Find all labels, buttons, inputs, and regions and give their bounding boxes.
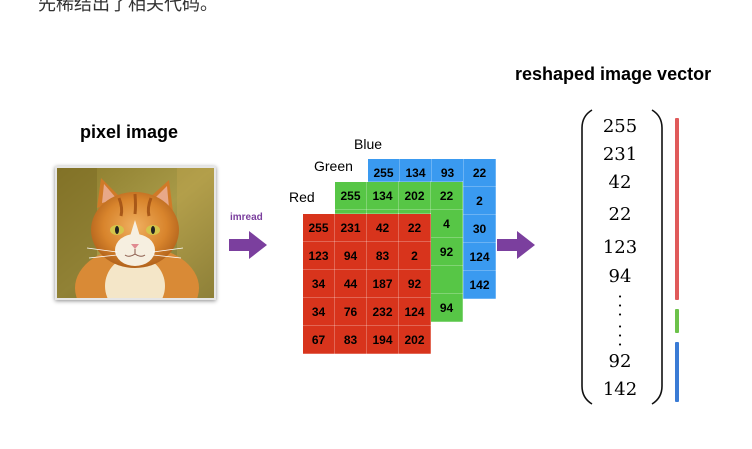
- vector-value: 22: [608, 204, 632, 225]
- green-cell: 94: [430, 293, 463, 322]
- red-cell: 232: [366, 297, 399, 326]
- blue-channel-bar: [675, 342, 679, 402]
- red-cell: 255: [302, 213, 335, 242]
- vector-value: 231: [602, 144, 638, 165]
- green-cell: 22: [430, 181, 463, 210]
- red-cell: 34: [302, 297, 335, 326]
- vector-title: reshaped image vector: [515, 64, 712, 84]
- red-cell: 22: [398, 213, 431, 242]
- blue-cell: 142: [463, 270, 496, 299]
- red-cell: 83: [334, 325, 367, 354]
- imread-arrow-icon: [229, 231, 267, 259]
- vector-value: 94: [608, 266, 632, 287]
- red-cell: 67: [302, 325, 335, 354]
- red-cell: 44: [334, 269, 367, 298]
- vector-value: 123: [602, 237, 638, 258]
- vertical-ellipsis: ···: [617, 287, 623, 324]
- green-cell: 4: [430, 209, 463, 238]
- red-cell: 123: [302, 241, 335, 270]
- green-cell: [430, 265, 463, 294]
- red-cell: 202: [398, 325, 431, 354]
- cat-photo: [55, 166, 216, 300]
- blue-cell: 30: [463, 214, 496, 243]
- blue-layer-label: Blue: [354, 136, 383, 152]
- vector-value: 142: [602, 379, 638, 400]
- blue-cell: 2: [463, 186, 496, 215]
- red-cell: 187: [366, 269, 399, 298]
- red-cell: 34: [302, 269, 335, 298]
- green-channel-bar: [675, 309, 679, 333]
- vector-value: 92: [608, 351, 632, 372]
- vector-brackets: [581, 109, 663, 405]
- red-cell: 83: [366, 241, 399, 270]
- reshape-arrow-icon: [497, 231, 535, 259]
- top-clipped-text: 先稀结出了相关代码。: [38, 0, 218, 15]
- green-cell: 255: [334, 181, 367, 210]
- vertical-ellipsis: ···: [617, 317, 623, 354]
- green-cell: 134: [366, 181, 399, 210]
- red-cell: 124: [398, 297, 431, 326]
- vector-value: 255: [602, 116, 638, 137]
- green-layer-label: Green: [314, 158, 353, 174]
- green-cell: 202: [398, 181, 431, 210]
- red-cell: 92: [398, 269, 431, 298]
- imread-label: imread: [230, 212, 263, 223]
- blue-cell: 22: [463, 158, 496, 187]
- red-layer-label: Red: [289, 189, 315, 205]
- red-cell: 2: [398, 241, 431, 270]
- red-channel-bar: [675, 118, 679, 300]
- blue-cell: 124: [463, 242, 496, 271]
- vector-value: 42: [608, 172, 632, 193]
- red-cell: 76: [334, 297, 367, 326]
- cat-image: [57, 168, 214, 298]
- channel-bars: [675, 118, 679, 402]
- pixel-image-title: pixel image: [80, 122, 179, 142]
- red-cell: 194: [366, 325, 399, 354]
- green-cell: 92: [430, 237, 463, 266]
- red-cell: 42: [366, 213, 399, 242]
- red-cell: 231: [334, 213, 367, 242]
- red-cell: 94: [334, 241, 367, 270]
